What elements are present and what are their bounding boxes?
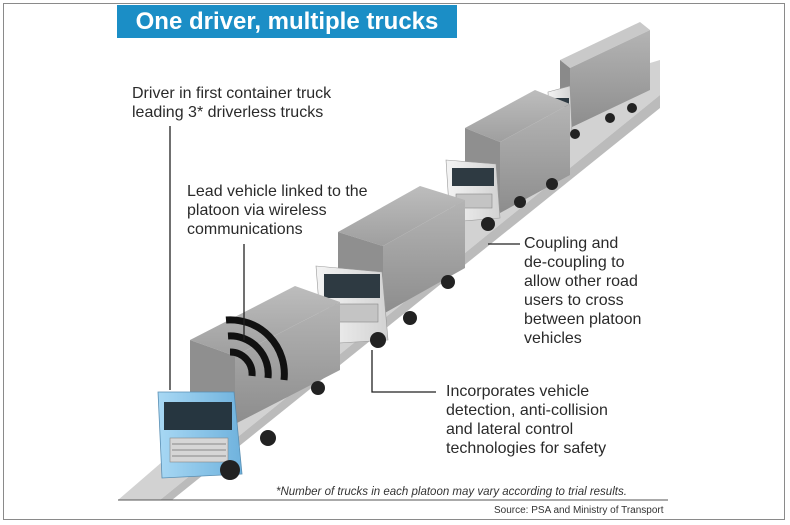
- callout-detection: Incorporates vehicle detection, anti-col…: [446, 382, 608, 458]
- wireless-signal-icon: [225, 316, 288, 381]
- callout-leaders: [169, 126, 520, 393]
- truck-1-lead: [157, 286, 340, 480]
- callout-driver-line-2: leading 3* driverless trucks: [132, 104, 324, 121]
- callout-lead-line-2: platoon via wireless: [187, 202, 327, 219]
- figure-title: One driver, multiple trucks: [135, 8, 439, 35]
- callout-driver-line-1: Driver in first container truck: [132, 85, 332, 102]
- callout-coupling-line-6: vehicles: [524, 330, 582, 347]
- callout-detection-line-1: Incorporates vehicle: [446, 383, 590, 400]
- callout-driver: Driver in first container truck leading …: [132, 84, 331, 122]
- callout-detection-line-2: detection, anti-collision: [446, 402, 608, 419]
- callout-coupling-line-4: users to cross: [524, 292, 624, 309]
- source-credit: Source: PSA and Ministry of Transport: [494, 505, 664, 516]
- callout-coupling-line-3: allow other road: [524, 273, 638, 290]
- figure-frame: [3, 3, 785, 520]
- footnote: *Number of trucks in each platoon may va…: [276, 486, 627, 498]
- truck-2: [315, 186, 465, 348]
- callout-lead-line-3: communications: [187, 221, 303, 238]
- callout-detection-line-3: and lateral control: [446, 421, 574, 438]
- callout-detection-line-4: technologies for safety: [446, 440, 607, 457]
- callout-coupling-line-2: de-coupling to: [524, 254, 625, 271]
- callout-coupling-line-1: Coupling and: [524, 235, 619, 252]
- callout-lead-line-1: Lead vehicle linked to the: [187, 183, 368, 200]
- truck-3: [445, 90, 570, 231]
- callout-coupling: Coupling and de-coupling to allow other …: [524, 234, 641, 348]
- callout-coupling-line-5: between platoon: [524, 311, 642, 328]
- title-banner: One driver, multiple trucks: [117, 5, 457, 38]
- callout-lead-vehicle: Lead vehicle linked to the platoon via w…: [187, 182, 368, 239]
